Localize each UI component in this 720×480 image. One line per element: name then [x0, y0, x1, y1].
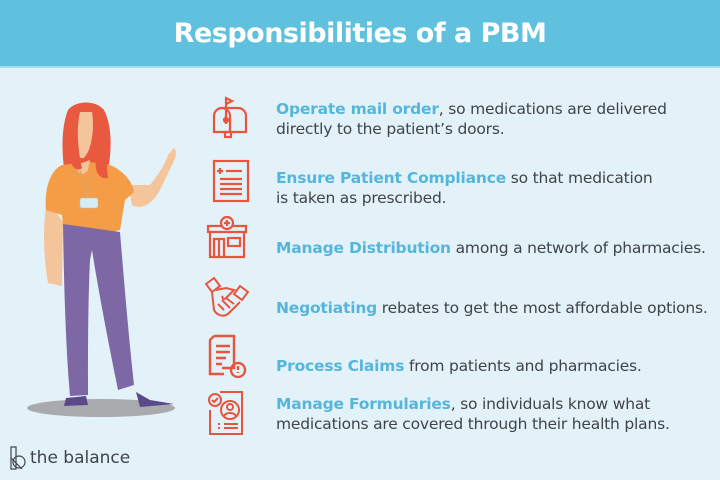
logo-text: the balance — [30, 448, 131, 468]
header-banner: Responsibilities of a PBM — [0, 0, 720, 68]
item-text: so that medication — [506, 169, 653, 187]
responsibility-item: Ensure Patient Compliance so that medica… — [204, 158, 714, 208]
handshake-icon — [204, 276, 250, 317]
item-highlight: Manage Distribution — [276, 239, 451, 257]
the-balance-logo-icon — [10, 446, 26, 470]
item-text: rebates to get the most affordable optio… — [377, 299, 708, 317]
woman-pharmacist-illustration — [27, 102, 176, 417]
item-text-line2: is taken as prescribed. — [276, 189, 447, 207]
item-highlight: Manage Formularies — [276, 395, 451, 413]
page-title: Responsibilities of a PBM — [173, 17, 547, 49]
item-text: among a network of pharmacies. — [450, 239, 706, 257]
claim-document-alert-icon — [208, 334, 247, 378]
responsibility-item: Negotiating rebates to get the most affo… — [204, 274, 714, 324]
item-highlight: Operate mail order — [276, 100, 439, 118]
formulary-profile-icon — [208, 391, 243, 435]
mailbox-icon — [212, 96, 248, 139]
item-text: , so individuals know what — [450, 395, 651, 413]
prescription-document-icon — [212, 159, 250, 203]
item-text-line2: medications are covered through their he… — [276, 415, 670, 433]
item-highlight: Ensure Patient Compliance — [276, 169, 507, 187]
responsibility-item: Manage Formularies, so individuals know … — [204, 390, 714, 440]
responsibility-item: Operate mail order, so medications are d… — [204, 94, 714, 144]
item-text: , so medications are delivered — [438, 100, 667, 118]
responsibility-item: Process Claims from patients and pharmac… — [204, 332, 714, 382]
responsibility-item: Manage Distribution among a network of p… — [204, 214, 714, 264]
pharmacy-store-icon — [206, 215, 248, 259]
brand-logo: the balance — [10, 446, 130, 470]
item-highlight: Process Claims — [276, 357, 405, 375]
item-text-line2: directly to the patient’s doors. — [276, 120, 505, 138]
item-text: from patients and pharmacies. — [404, 357, 642, 375]
item-highlight: Negotiating — [276, 299, 378, 317]
